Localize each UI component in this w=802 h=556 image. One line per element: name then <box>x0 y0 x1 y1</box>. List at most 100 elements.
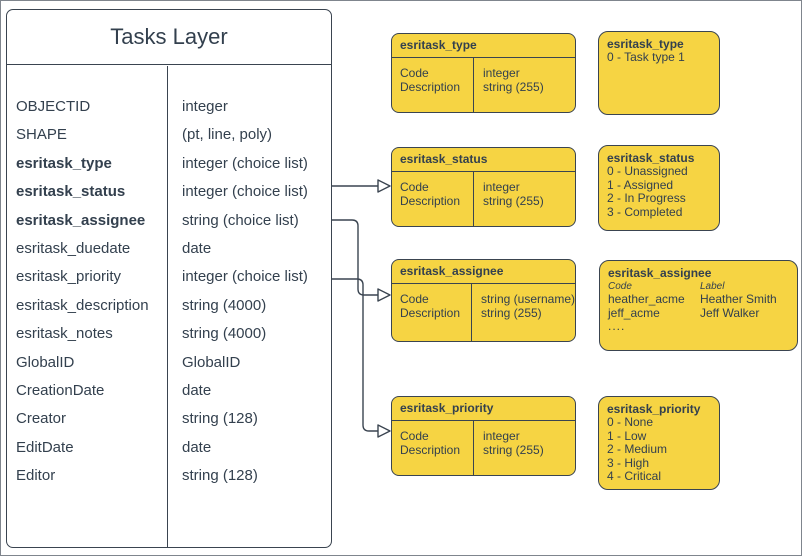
field-row: SHAPE (pt, line, poly) <box>7 121 331 149</box>
domain-box-esritask-priority: esritask_priority 0 - None 1 - Low 2 - M… <box>598 396 720 490</box>
field-name: Description <box>400 79 461 94</box>
field-name: OBJECTID <box>16 98 91 115</box>
field-type: string (username) <box>480 292 575 306</box>
field-type: integer (choice list) <box>182 154 308 172</box>
domain-title: esritask_status <box>607 151 695 165</box>
field-type: integer <box>483 429 520 443</box>
domain-value: 4 - Critical <box>607 469 662 484</box>
domain-label: Jeff Walker <box>700 305 760 320</box>
field-type: integer <box>483 66 520 80</box>
domain-title: esritask_priority <box>607 402 701 416</box>
field-name: Description <box>400 442 461 457</box>
field-type: string (4000) <box>182 325 267 343</box>
domain-more-ellipsis: .... <box>608 319 626 334</box>
field-row: esritask_priority integer (choice list) <box>7 263 331 291</box>
field-name: Code <box>400 66 429 80</box>
field-type: string (128) <box>182 410 258 428</box>
field-name: Creator <box>16 410 67 428</box>
field-row: esritask_status integer (choice list) <box>7 178 331 206</box>
field-name: esritask_notes <box>16 325 113 343</box>
schema-table-esritask-priority: esritask_priority Code Description integ… <box>391 396 576 476</box>
table-title: esritask_priority <box>392 397 575 421</box>
domain-label: Heather Smith <box>700 292 777 307</box>
domain-value: 1 - Low <box>607 428 647 443</box>
field-name: esritask_description <box>16 296 149 314</box>
field-name: Editor <box>16 467 56 485</box>
schema-table-esritask-assignee: esritask_assignee Code Description strin… <box>391 259 576 342</box>
field-name: esritask_duedate <box>16 239 131 257</box>
table-title: esritask_status <box>392 148 575 172</box>
field-name: EditDate <box>16 438 74 456</box>
field-name: esritask_type <box>16 154 112 172</box>
domain-value: 1 - Assigned <box>607 177 674 192</box>
field-row: esritask_type integer (choice list) <box>7 150 331 178</box>
domain-col-header: Code <box>608 281 632 293</box>
field-name: Description <box>400 193 461 208</box>
field-type: date <box>182 438 212 456</box>
field-name: Code <box>400 180 429 194</box>
tasks-layer-body: OBJECTID integer SHAPE (pt, line, poly) es… <box>7 66 331 547</box>
schema-table-esritask-type: esritask_type Code Description integer s… <box>391 33 576 113</box>
table-title: esritask_type <box>392 34 575 58</box>
tasks-layer-table: Tasks Layer OBJECTID integer SHAPE (pt, li… <box>6 9 332 548</box>
field-name: Description <box>400 305 461 320</box>
domain-value: 0 - None <box>607 415 654 430</box>
field-type: (pt, line, poly) <box>182 126 273 144</box>
domain-title: esritask_assignee <box>608 266 712 280</box>
table-title: esritask_assignee <box>392 260 575 284</box>
field-type: integer <box>182 98 228 115</box>
domain-col-header: Label <box>700 281 725 293</box>
open-arrow-icon <box>377 424 391 438</box>
connector-priority <box>332 278 378 432</box>
field-name: esritask_priority <box>16 268 122 286</box>
field-type: string (255) <box>483 193 544 208</box>
open-arrow-icon <box>377 179 391 193</box>
field-row: CreationDate date <box>7 377 331 405</box>
field-name: esritask_assignee <box>16 211 146 229</box>
field-name: GlobalID <box>16 353 75 371</box>
schema-table-esritask-status: esritask_status Code Description integer… <box>391 147 576 227</box>
field-type: string (255) <box>483 79 544 94</box>
domain-box-esritask-assignee: esritask_assignee Code Label heather_acm… <box>599 260 798 351</box>
domain-value: 3 - Completed <box>607 204 683 219</box>
field-row: esritask_duedate date <box>7 235 331 263</box>
field-type: date <box>182 381 212 399</box>
field-type: string (choice list) <box>182 211 299 229</box>
tasks-layer-title: Tasks Layer <box>7 10 331 65</box>
field-row: esritask_assignee string (choice list) <box>7 207 331 235</box>
field-type: string (255) <box>483 442 544 457</box>
domain-code: heather_acme <box>608 292 685 307</box>
field-type: GlobalID <box>182 353 241 371</box>
column-divider <box>167 66 169 547</box>
field-type: date <box>182 239 212 257</box>
field-type: integer <box>483 180 520 194</box>
open-arrow-icon <box>377 288 391 302</box>
field-row: GlobalID GlobalID <box>7 349 331 377</box>
field-row: Editor string (128) <box>7 462 331 490</box>
field-type: string (128) <box>182 467 258 485</box>
domain-box-esritask-status: esritask_status 0 - Unassigned 1 - Assig… <box>598 145 720 231</box>
field-type: string (255) <box>480 305 542 320</box>
domain-value: 3 - High <box>607 455 650 470</box>
domain-title: esritask_type <box>607 37 684 51</box>
domain-code: jeff_acme <box>608 305 660 320</box>
domain-value: 2 - Medium <box>607 442 668 457</box>
field-row: EditDate date <box>7 434 331 462</box>
field-row: esritask_description string (4000) <box>7 292 331 320</box>
domain-value: 0 - Task type 1 <box>607 50 685 65</box>
field-name: Code <box>400 429 429 443</box>
domain-box-esritask-type: esritask_type 0 - Task type 1 <box>598 31 720 115</box>
field-name: esritask_status <box>16 183 126 201</box>
field-type: integer (choice list) <box>182 268 308 286</box>
field-name: SHAPE <box>16 126 67 144</box>
field-row: esritask_notes string (4000) <box>7 320 331 348</box>
field-row: OBJECTID integer <box>7 93 331 121</box>
field-row: Creator string (128) <box>7 405 331 433</box>
connector-assignee <box>332 219 378 296</box>
domain-value: 2 - In Progress <box>607 191 686 206</box>
field-type: string (4000) <box>182 296 267 314</box>
field-name: Code <box>400 292 429 306</box>
field-name: CreationDate <box>16 381 105 399</box>
field-type: integer (choice list) <box>182 183 308 201</box>
